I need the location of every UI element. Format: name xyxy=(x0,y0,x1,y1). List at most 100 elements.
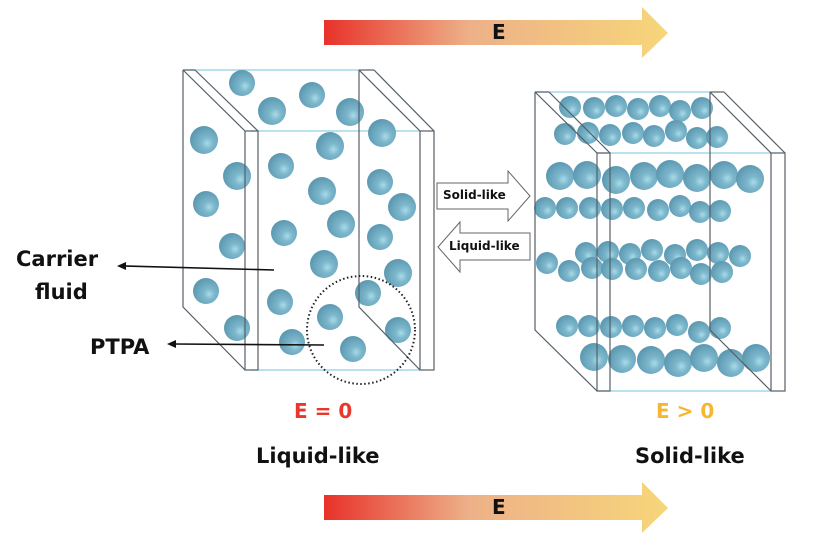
ptpa-particle xyxy=(707,242,729,264)
ptpa-particle xyxy=(536,252,558,274)
ptpa-particle xyxy=(267,289,293,315)
ptpa-particle xyxy=(534,197,556,219)
ptpa-particle xyxy=(554,123,576,145)
ptpa-particle xyxy=(367,169,393,195)
ptpa-particle xyxy=(643,125,665,147)
ptpa-particle xyxy=(601,258,623,280)
ptpa-particle xyxy=(686,239,708,261)
ptpa-particle xyxy=(597,241,619,263)
ptpa-particle xyxy=(656,160,684,188)
ptpa-particle xyxy=(691,97,713,119)
left-electrode-b xyxy=(358,69,435,371)
ptpa-particle xyxy=(355,280,381,306)
liquid-like-cell xyxy=(182,69,435,385)
ptpa-particle xyxy=(690,263,712,285)
ptpa-particle xyxy=(577,122,599,144)
ptpa-particle xyxy=(190,126,218,154)
electric-field-arrow-top xyxy=(324,7,668,58)
ptpa-particle xyxy=(258,97,286,125)
ptpa-particle xyxy=(706,126,728,148)
ptpa-particle xyxy=(709,317,731,339)
left-electrode-a xyxy=(182,69,259,371)
left-particles xyxy=(190,70,416,362)
right-electrode-b xyxy=(709,91,786,392)
ptpa-particle xyxy=(573,161,601,189)
ptpa-particle xyxy=(271,220,297,246)
ptpa-particle xyxy=(666,314,688,336)
ptpa-particle xyxy=(556,197,578,219)
field-label-top: E xyxy=(492,20,506,44)
ptpa-particle xyxy=(268,153,294,179)
ptpa-particle xyxy=(686,127,708,149)
electric-field-arrow-bottom xyxy=(324,482,668,533)
ptpa-particle xyxy=(649,95,671,117)
ptpa-particle xyxy=(647,199,669,221)
ptpa-particle xyxy=(579,197,601,219)
ptpa-particle xyxy=(601,198,623,220)
ptpa-highlight-circle xyxy=(306,275,416,385)
ptpa-particle xyxy=(664,349,692,377)
ptpa-particle xyxy=(690,344,718,372)
left-state-label: Liquid-like xyxy=(256,444,380,468)
to-solid-label: Solid-like xyxy=(443,188,506,202)
ptpa-particle xyxy=(546,162,574,190)
ptpa-particle xyxy=(689,201,711,223)
solid-like-cell xyxy=(534,91,786,392)
ptpa-particle xyxy=(578,315,600,337)
ptpa-particle xyxy=(299,82,325,108)
ptpa-particle xyxy=(648,260,670,282)
ptpa-particle xyxy=(602,166,630,194)
ptpa-particle xyxy=(627,98,649,120)
ptpa-particle xyxy=(608,345,636,373)
to-liquid-label: Liquid-like xyxy=(449,239,520,253)
right-state-label: Solid-like xyxy=(635,444,745,468)
ptpa-particle xyxy=(336,98,364,126)
ptpa-particle xyxy=(316,132,344,160)
ptpa-particle xyxy=(688,321,710,343)
ptpa-particle xyxy=(219,233,245,259)
ptpa-particle xyxy=(599,124,621,146)
ptpa-particle xyxy=(368,119,396,147)
field-label-bottom: E xyxy=(492,495,506,519)
ptpa-particle xyxy=(641,239,663,261)
ptpa-particle xyxy=(327,210,355,238)
ptpa-label: PTPA xyxy=(90,335,150,359)
ptpa-particle xyxy=(229,70,255,96)
ptpa-particle xyxy=(317,304,343,330)
ptpa-particle xyxy=(600,316,622,338)
ptpa-particle xyxy=(644,317,666,339)
right-condition-label: E > 0 xyxy=(656,399,715,423)
ptpa-particle xyxy=(559,96,581,118)
ptpa-particle xyxy=(279,329,305,355)
ptpa-particle xyxy=(630,162,658,190)
ptpa-particle xyxy=(223,162,251,190)
ptpa-particle xyxy=(224,315,250,341)
ptpa-particle xyxy=(717,349,745,377)
ptpa-particle xyxy=(710,161,738,189)
ptpa-particle xyxy=(308,177,336,205)
left-condition-label: E = 0 xyxy=(294,399,353,423)
ptpa-particle xyxy=(388,193,416,221)
ptpa-particle xyxy=(193,278,219,304)
right-electrode-a xyxy=(534,91,611,392)
ptpa-particle xyxy=(683,164,711,192)
ptpa-particle xyxy=(622,122,644,144)
ptpa-particle xyxy=(605,95,627,117)
ptpa-particle xyxy=(709,200,731,222)
carrier-fluid-label-line2: fluid xyxy=(35,280,88,304)
ptpa-particle xyxy=(623,197,645,219)
ptpa-pointer xyxy=(167,340,325,348)
to-solid-arrow xyxy=(436,169,531,223)
ptpa-particle xyxy=(637,346,665,374)
ptpa-particle xyxy=(384,259,412,287)
ptpa-particle xyxy=(558,260,580,282)
carrier-fluid-label-line1: Carrier xyxy=(16,247,99,271)
ptpa-particle xyxy=(669,100,691,122)
ptpa-particle xyxy=(367,224,393,250)
ptpa-particle xyxy=(556,315,578,337)
ptpa-particle xyxy=(670,257,692,279)
carrier-fluid-pointer xyxy=(117,262,275,271)
ptpa-particle xyxy=(736,165,764,193)
ptpa-particle xyxy=(669,195,691,217)
